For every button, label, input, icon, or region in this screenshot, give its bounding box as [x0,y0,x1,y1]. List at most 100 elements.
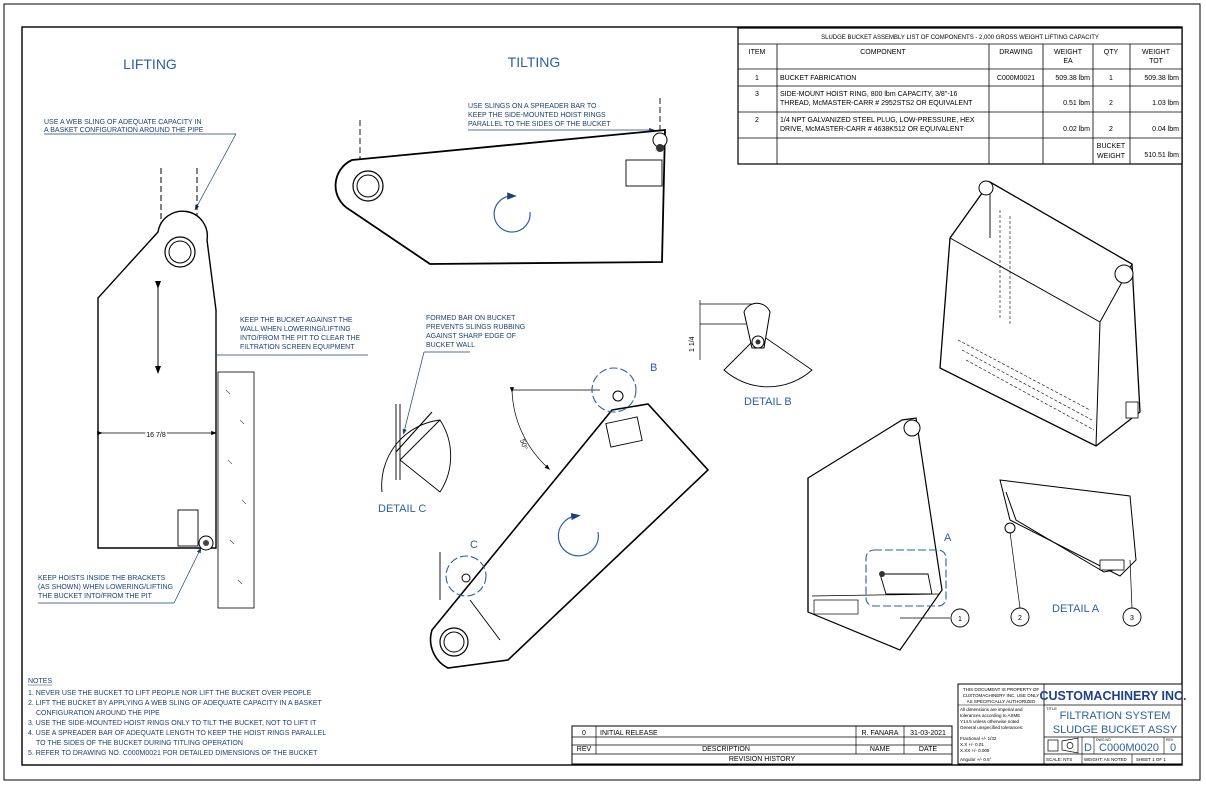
bom-h-weight-tot-1: WEIGHT [1142,49,1171,56]
tilting-bucket-outline [334,129,666,265]
tb-prop-2: CUSTOMACHINERY INC. USE ONLY [963,693,1039,698]
tb-dwg-no: C000M0020 [1099,742,1159,754]
detail-b: 1 1/4 DETAIL B [689,300,813,408]
isometric-bucket [939,180,1141,447]
rev-number: 0 [582,730,586,737]
pit-wall [217,371,255,609]
revision-history: 0 INITIAL RELEASE R. FANARA 31-03-2021 R… [571,725,953,765]
tilted-bucket-view: 50° B C [429,362,710,669]
bom-row-1-item: 1 [755,75,759,82]
detail-c: DETAIL C FORMED BAR ON BUCKET PREVENTS S… [378,315,525,515]
bom-row-3-desc-1: 1/4 NPT GALVANIZED STEEL PLUG, LOW-PRESS… [780,117,975,124]
tb-title-label: TITLE [1046,706,1057,711]
detail-a-label: DETAIL A [1052,603,1100,615]
bom-row-2-weight-tot: 1.03 lbm [1152,100,1179,107]
spreader-note: USE SLINGS ON A SPREADER BAR TO KEEP THE… [468,103,655,133]
tb-size: D [1084,742,1092,754]
lifting-bucket-outline [97,210,217,549]
title-block: THIS DOCUMENT IS PROPERTY OF CUSTOMACHIN… [957,683,1187,765]
bom-total-value: 510.51 lbm [1144,152,1179,159]
tb-part: SLUDGE BUCKET ASSY [1053,724,1178,736]
formed-note-line-3: AGAINST SHARP EDGE OF [426,333,516,340]
bom-table: SLUDGE BUCKET ASSEMBLY LIST OF COMPONENT… [737,27,1183,165]
tb-tol-2: tolerances according to ASME [960,713,1020,718]
note-2a: 2. LIFT THE BUCKET BY APPLYING A WEB SLI… [28,700,323,707]
bom-row-3-qty: 2 [1109,126,1113,133]
detail-c-circle [445,555,487,597]
tb-prop-3: AS SPECIFICALLY AUTHORIZED [967,699,1037,704]
bom-row-3-desc-2: DRIVE, McMASTER-CARR # 4638K512 OR EQUIV… [780,126,965,133]
marker-a: A [944,532,952,544]
bom-row-1-weight-tot: 509.38 lbm [1144,75,1179,82]
spreader-note-line-2: KEEP THE SIDE-MOUNTED HOIST RINGS [468,112,606,119]
bom-row-1-desc: BUCKET FABRICATION [780,75,856,82]
tb-tol-1: All dimensions are imperial and [960,707,1023,712]
note-1: 1. NEVER USE THE BUCKET TO LIFT PEOPLE N… [28,690,312,697]
tb-tol-5: Fractional +/- 1/32 [960,736,997,741]
rev-caption: REVISION HISTORY [729,756,796,763]
hoist-note: KEEP HOISTS INSIDE THE BRACKETS (AS SHOW… [38,547,202,604]
tb-scale: SCALE: NTS [1046,757,1072,762]
bom-title: SLUDGE BUCKET ASSEMBLY LIST OF COMPONENT… [821,35,1099,41]
rev-h-date: DATE [919,746,937,753]
bom-row-2-item: 3 [755,91,759,98]
balloon-1: 1 [958,616,962,623]
sling-note-line-1: USE A WEB SLING OF ADEQUATE CAPACITY IN [44,119,202,126]
tb-tol-7: X.XX +/- 0.005 [960,748,990,753]
bom-h-drawing: DRAWING [999,49,1033,56]
bom-total-label-2: WEIGHT [1097,153,1126,160]
bom-h-weight-tot-2: TOT [1149,58,1164,65]
tb-sheet: SHEET 1 OF 1 [1136,757,1166,762]
detail-a-box [865,549,947,607]
bom-row-2-desc-2: THREAD, McMASTER-CARR # 2952STS2 OR EQUI… [780,100,973,107]
wall-note-line-2: WALL WHEN LOWERING/LIFTING [240,326,351,333]
hoist-note-line-1: KEEP HOISTS INSIDE THE BRACKETS [38,575,166,582]
tb-tol-4: General unspecified tolerances: [960,725,1023,730]
tb-weight: WEIGHT: AS NOTED [1084,757,1128,762]
note-5: 5. REFER TO DRAWING NO. C000M0021 FOR DE… [28,750,318,757]
bom-row-3-weight-tot: 0.04 lbm [1152,126,1179,133]
bom-h-item: ITEM [749,49,766,56]
tb-rev: 0 [1170,742,1176,754]
projection-icon [1047,737,1079,754]
bom-total-label-1: BUCKET [1097,143,1126,150]
width-dimension: 16 7/8 [146,432,166,439]
note-2b: CONFIGURATION AROUND THE PIPE [36,710,160,717]
spreader-note-line-1: USE SLINGS ON A SPREADER BAR TO [468,103,597,110]
tb-dwg-label: DWG NO [1096,738,1111,742]
formed-note-line-4: BUCKET WALL [426,342,475,349]
hoist-note-line-3: THE BUCKET INTO/FROM THE PIT [38,593,153,600]
note-4b: TO THE SIDES OF THE BUCKET DURING TITLIN… [36,740,243,747]
bom-row-1-weight-ea: 509.38 lbm [1055,75,1090,82]
rev-h-desc: DESCRIPTION [702,746,750,753]
balloon-3: 3 [1130,615,1134,622]
bom-row-3-item: 2 [755,117,759,124]
tb-tol-8: Angular +/- 0.5° [960,757,992,762]
tilting-label: TILTING [508,54,561,70]
detail-a: 2 3 DETAIL A [999,479,1142,627]
tb-tol-3: Y14.5 unless otherwise noted [960,719,1020,724]
rev-date: 31-03-2021 [910,730,946,737]
company-name: CUSTOMACHINERY INC. [1039,689,1186,703]
formed-note-line-1: FORMED BAR ON BUCKET [426,315,516,322]
formed-note-line-2: PREVENTS SLINGS RUBBING [426,324,525,331]
bom-row-1-qty: 1 [1109,75,1113,82]
detail-b-label: DETAIL B [744,396,792,408]
detail-c-label: DETAIL C [378,503,426,515]
hoist-note-line-2: (AS SHOWN) WHEN LOWERING/LIFTING [38,584,173,591]
rev-h-rev: REV [577,746,592,753]
rev-h-name: NAME [870,746,891,753]
bom-h-weight-ea-1: WEIGHT [1054,49,1083,56]
lifting-label: LIFTING [123,56,177,72]
marker-b: B [650,362,657,374]
bom-h-component: COMPONENT [860,49,906,56]
tb-system: FILTRATION SYSTEM [1060,710,1171,722]
tilting-view: TILTING USE SLINGS ON A SPREADER BAR TO … [334,54,668,265]
bom-row-3-weight-ea: 0.02 lbm [1063,126,1090,133]
sling-note: USE A WEB SLING OF ADEQUATE CAPACITY IN … [44,119,237,211]
lifting-view: LIFTING USE A WEB SLING OF ADEQUATE CAPA… [38,56,368,609]
rev-description: INITIAL RELEASE [600,730,658,737]
tilted-bucket-outline [429,403,710,669]
note-3: 3. USE THE SIDE-MOUNTED HOIST RINGS ONLY… [28,720,317,727]
